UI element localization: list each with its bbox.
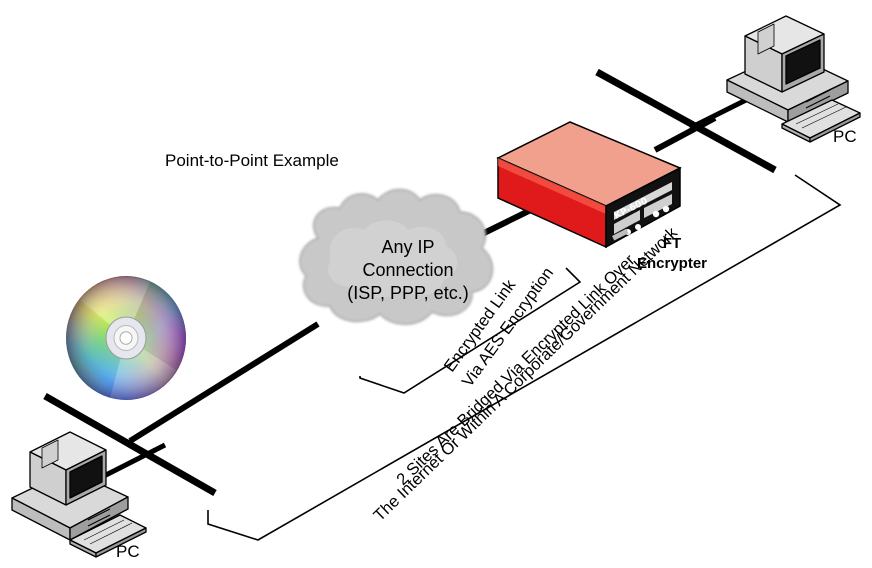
- pc-left-icon: [11, 431, 147, 558]
- cable-device-to-bus: [653, 115, 717, 153]
- encrypted-link-bracket: [359, 267, 582, 394]
- cloud-label-line3: (ISP, PPP, etc.): [347, 283, 468, 303]
- pc-right-label: PC: [833, 127, 857, 146]
- device-label-line2: Encrypter: [637, 255, 707, 272]
- diagram-title: Point-to-Point Example: [165, 151, 339, 170]
- cable-left-bus: [43, 392, 217, 497]
- cable-right-bus: [595, 68, 777, 174]
- network-cables: [43, 68, 777, 497]
- cable-left-to-cloud: [128, 321, 320, 444]
- cd-disc-icon: [66, 276, 186, 400]
- ft-encrypter-device: KP-600 FT Encrypter: [496, 121, 707, 272]
- bridge-bracket: [207, 174, 842, 541]
- cable-left-pc-drop: [98, 442, 167, 481]
- pc-left-label: PC: [116, 542, 140, 561]
- ip-cloud: Any IP Connection (ISP, PPP, etc.): [299, 188, 494, 325]
- device-label-line1: FT: [663, 235, 681, 252]
- cable-right-pc-drop: [688, 95, 752, 131]
- pc-right-icon: [726, 15, 861, 143]
- cloud-label-line2: Connection: [362, 260, 453, 280]
- cloud-label-line1: Any IP: [381, 237, 434, 257]
